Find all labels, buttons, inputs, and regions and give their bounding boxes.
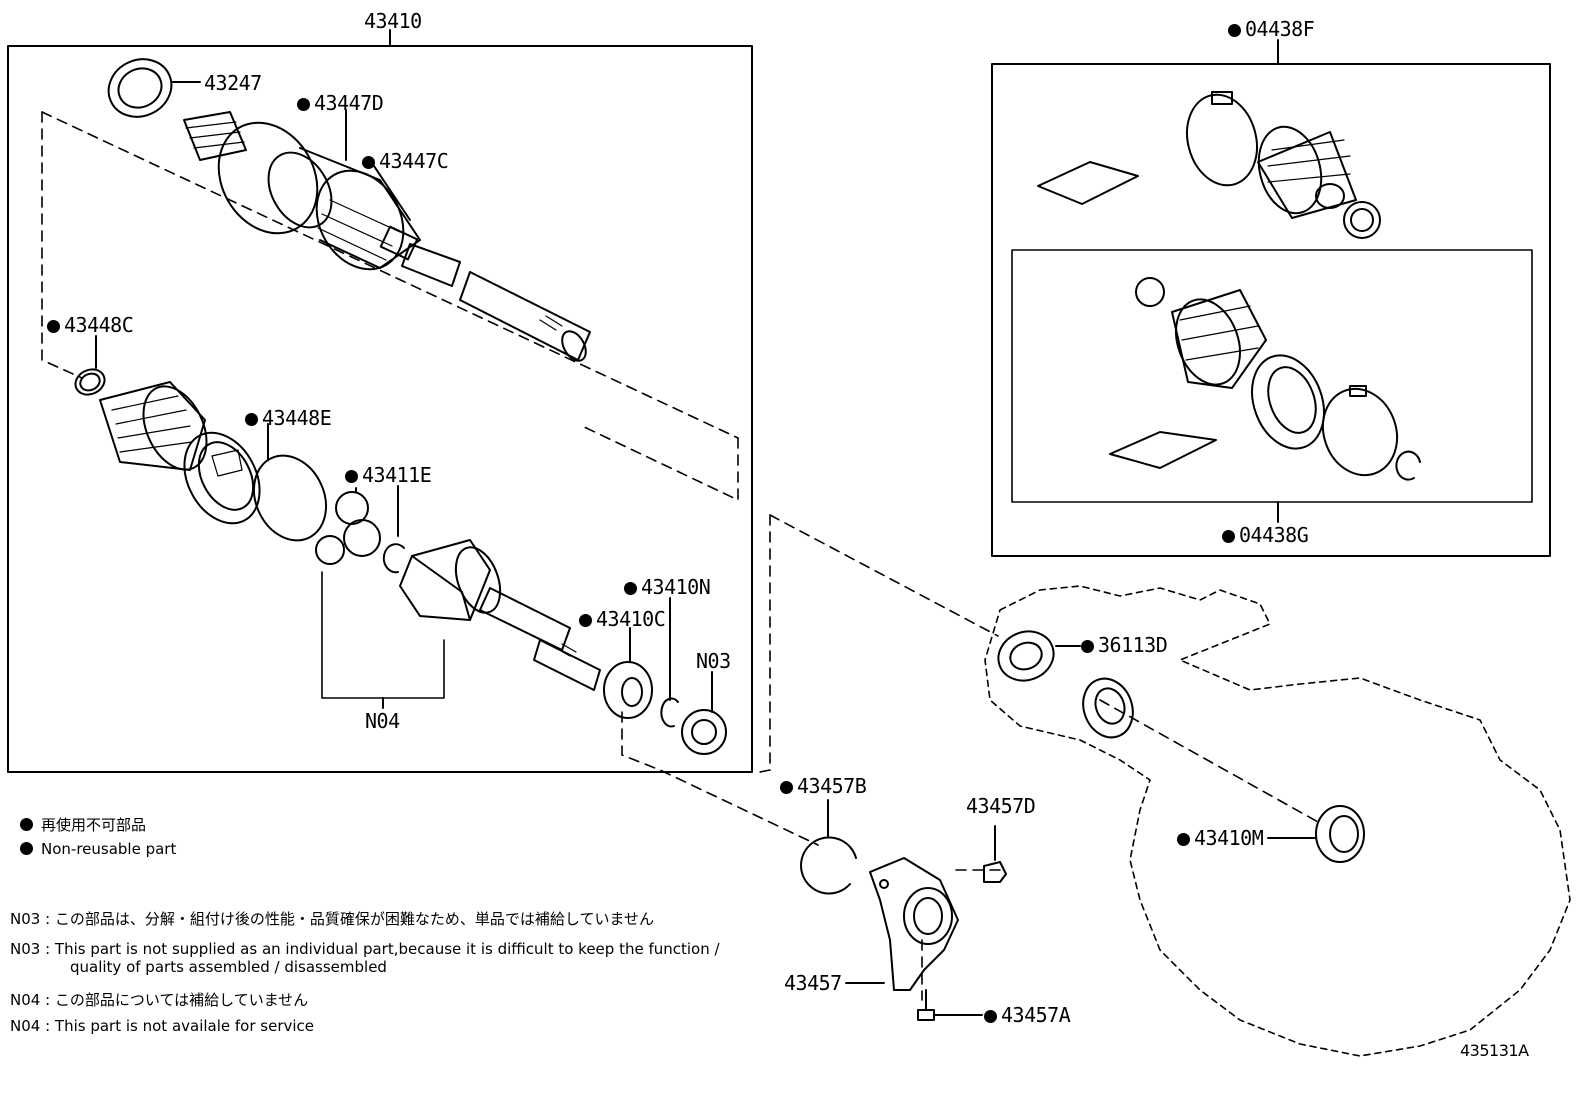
callout-43247: 43247 xyxy=(204,71,262,95)
snap-ring-43411E xyxy=(382,543,405,574)
non-reusable-dot xyxy=(345,470,358,483)
callout-43448E: 43448E xyxy=(245,407,332,429)
callout-43410C: 43410C xyxy=(579,608,666,630)
bearing-43247 xyxy=(107,58,201,118)
kit-frame-04438G xyxy=(1011,249,1533,503)
callout-43457B: 43457B xyxy=(780,775,867,797)
seal-36113D xyxy=(997,630,1081,682)
legend-en: Non-reusable part xyxy=(20,840,176,858)
legend-dot xyxy=(20,818,33,831)
seal-N03 xyxy=(681,671,727,755)
non-reusable-dot xyxy=(780,781,793,794)
callout-43410M: 43410M xyxy=(1177,827,1264,849)
clamp-43448E xyxy=(253,423,327,542)
callout-43457D: 43457D xyxy=(966,794,1036,818)
callout-43447D: 43447D xyxy=(297,92,384,114)
kit-frame-04438F xyxy=(991,63,1551,557)
assembly-frame-43410 xyxy=(7,45,753,773)
tripod-joint xyxy=(315,487,381,565)
callout-43410N: 43410N xyxy=(624,576,711,598)
non-reusable-dot xyxy=(1177,833,1190,846)
note-n03-en-line2: quality of parts assembled / disassemble… xyxy=(70,958,387,976)
case-bore xyxy=(1082,677,1134,739)
non-reusable-dot xyxy=(624,582,637,595)
callout-04438F: 04438F xyxy=(1228,18,1315,40)
non-reusable-dot xyxy=(1222,530,1235,543)
kit-04438F-parts xyxy=(1037,91,1381,239)
outer-joint-shaft xyxy=(183,111,591,362)
snap-ring-43410N xyxy=(660,697,679,728)
non-reusable-dot xyxy=(984,1010,997,1023)
bracket-43457 xyxy=(845,857,959,991)
bolt-43457D xyxy=(983,825,1007,883)
joint-ring xyxy=(183,431,261,525)
bolt-43457A xyxy=(917,989,983,1021)
callout-43448C: 43448C xyxy=(47,314,134,336)
callout-N04: N04 xyxy=(365,709,400,733)
note-n03-en: N03 : This part is not supplied as an in… xyxy=(10,940,720,958)
non-reusable-dot xyxy=(362,156,375,169)
legend-dot xyxy=(20,842,33,855)
inner-boot xyxy=(99,381,208,471)
non-reusable-dot xyxy=(1228,24,1241,37)
kit-04438G-parts xyxy=(1109,277,1421,481)
non-reusable-dot xyxy=(47,320,60,333)
callout-43410: 43410 xyxy=(364,9,422,33)
callout-43457: 43457 xyxy=(784,971,842,995)
callout-43457A: 43457A xyxy=(984,1004,1071,1026)
callout-N03: N03 xyxy=(696,649,731,673)
seal-43410M xyxy=(1267,805,1365,863)
transmission-case xyxy=(984,585,1571,1057)
callout-43411E: 43411E xyxy=(345,464,432,486)
spacer-43410C xyxy=(603,627,653,719)
callout-36113D: 36113D xyxy=(1081,634,1168,656)
snap-ring-43457B xyxy=(800,836,857,895)
non-reusable-dot xyxy=(1081,640,1094,653)
callout-43447C: 43447C xyxy=(362,150,449,172)
non-reusable-dot xyxy=(245,413,258,426)
note-n03-jp: N03 : この部品は、分解・組付け後の性能・品質確保が困難なため、単品では補給… xyxy=(10,910,655,928)
legend-jp: 再使用不可部品 xyxy=(20,816,146,834)
callout-04438G: 04438G xyxy=(1222,524,1309,546)
inner-housing xyxy=(399,539,601,691)
non-reusable-dot xyxy=(579,614,592,627)
note-n04-en: N04 : This part is not availale for serv… xyxy=(10,1017,315,1035)
drawing-id: 435131A xyxy=(1460,1041,1529,1060)
clamp-43448C xyxy=(74,335,106,396)
non-reusable-dot xyxy=(297,98,310,111)
note-n04-jp: N04 : この部品については補給していません xyxy=(10,991,309,1009)
